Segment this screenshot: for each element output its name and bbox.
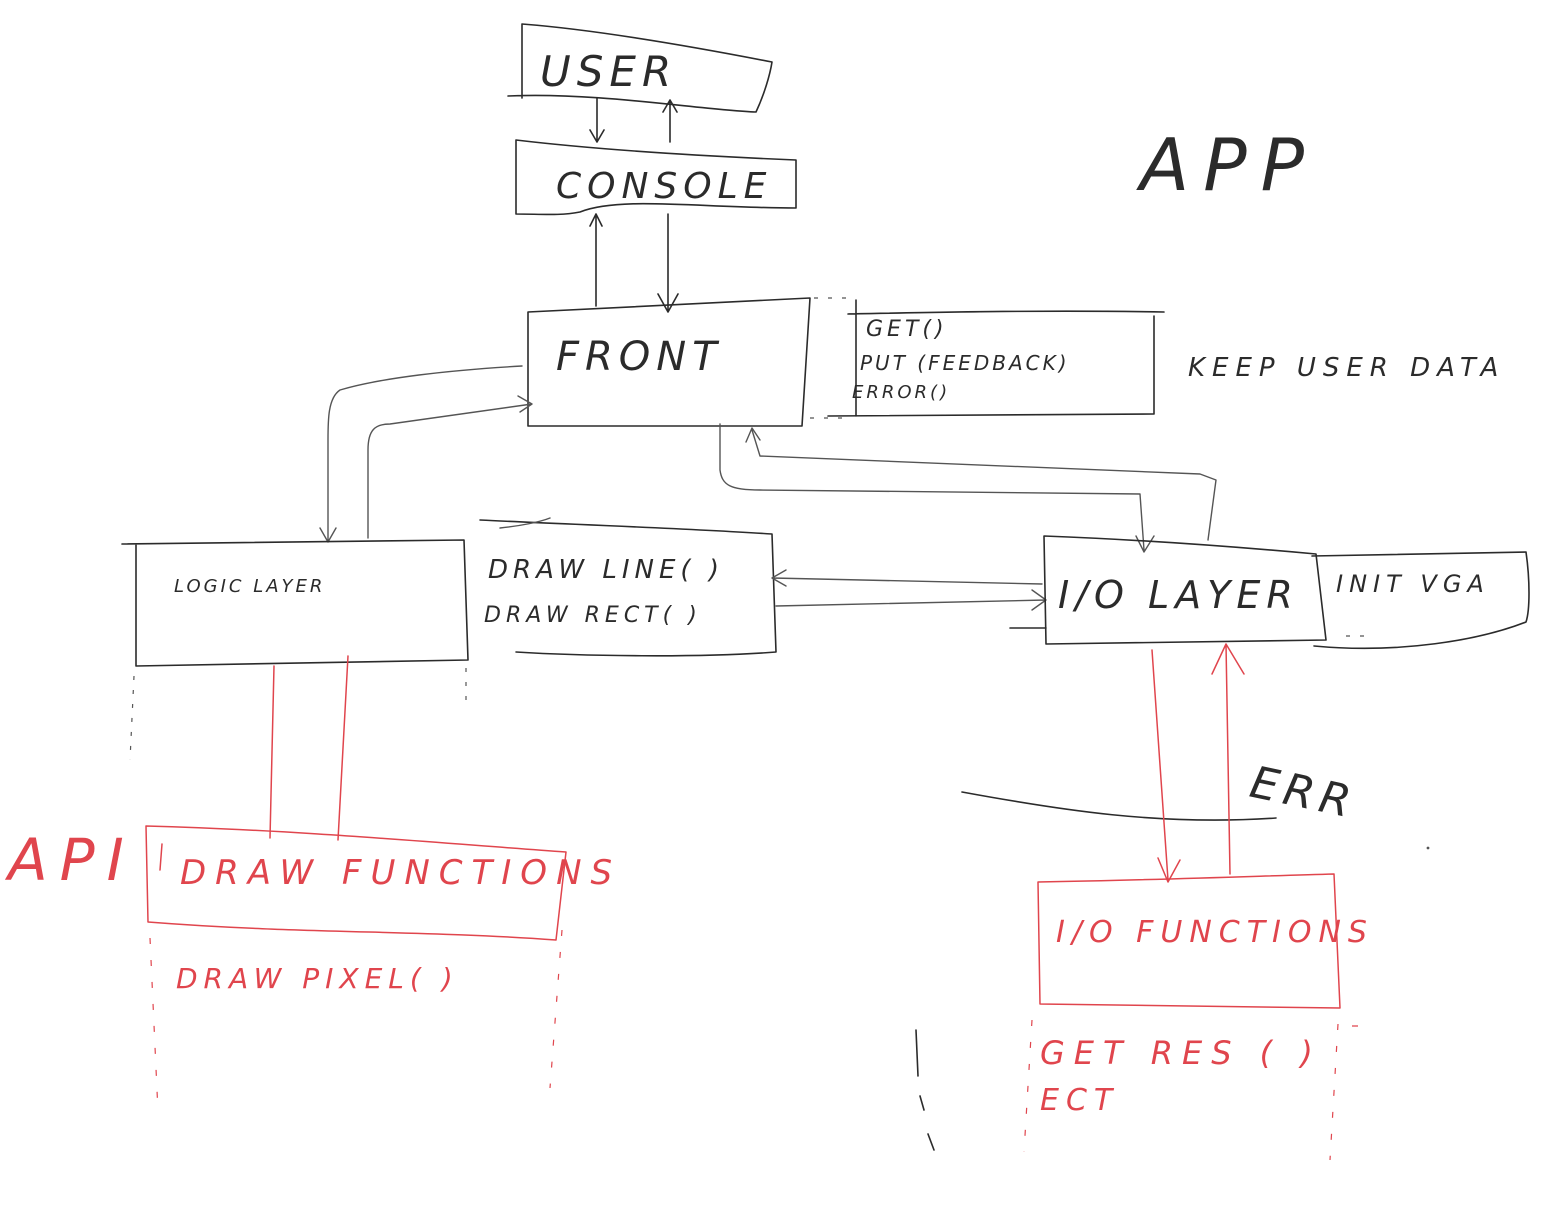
io-to-logic-arrow	[771, 569, 1043, 587]
front-side-dashes	[810, 297, 850, 419]
front-box	[527, 297, 811, 427]
io-layer-box	[1009, 535, 1327, 645]
user-label: USER	[540, 47, 677, 96]
logic-to-io-arrow	[775, 589, 1047, 611]
io-functions-box	[1037, 873, 1341, 1009]
io-to-front-arrow	[745, 427, 1217, 541]
console-box	[515, 139, 797, 216]
front-methods-box	[827, 299, 1165, 417]
user-box	[507, 23, 773, 113]
io-layer-to-io-functions-arrow	[1151, 649, 1181, 883]
api-label: API	[4, 826, 136, 894]
user-to-console-arrow	[589, 97, 605, 143]
logic-methods-box	[479, 519, 777, 657]
io-functions-to-io-layer-arrow	[1211, 643, 1245, 875]
hand-marks	[915, 1029, 935, 1151]
front-method: PUT (FEEDBACK)	[860, 351, 1070, 375]
logic-method: DRAW RECT( )	[484, 603, 702, 628]
front-to-console-arrow	[589, 213, 603, 307]
front-to-logic-arrow	[319, 365, 523, 543]
draw-functions-dashes	[149, 929, 563, 1113]
io-functions-label: I/O FUNCTIONS	[1056, 915, 1374, 950]
app-label: APP	[1136, 123, 1318, 207]
logic-layer-box	[121, 539, 469, 667]
logic-to-front-arrow	[367, 395, 533, 539]
console-label: CONSOLE	[556, 166, 772, 207]
io-functions-dashes	[1023, 1019, 1366, 1161]
draw-functions-left-tick	[159, 843, 163, 871]
io-layer-label: I/O LAYER	[1058, 573, 1299, 617]
console-to-user-arrow	[662, 99, 678, 143]
front-method: GET()	[866, 317, 948, 342]
front-label: FRONT	[556, 334, 723, 380]
draw-functions-label: DRAW FUNCTIONS	[180, 853, 621, 893]
front-method: ERROR()	[852, 382, 950, 403]
io-api-method: ECT	[1040, 1083, 1119, 1118]
err-line	[961, 791, 1277, 821]
draw-api-method: DRAW PIXEL( )	[176, 962, 459, 995]
console-to-front-arrow	[657, 213, 679, 313]
logic-layer-dashes	[129, 668, 467, 761]
io-method: INIT VGA	[1336, 570, 1490, 598]
logic-method: DRAW LINE( )	[488, 555, 724, 585]
logic-to-draw-functions-link	[269, 655, 349, 841]
io-methods-box	[1311, 551, 1530, 650]
draw-functions-box	[145, 825, 567, 941]
logic-methods-top-swoosh	[499, 517, 551, 529]
front-to-io-arrow	[719, 423, 1155, 553]
front-note: KEEP USER DATA	[1188, 353, 1505, 383]
logic-layer-label: LOGIC LAYER	[174, 576, 325, 597]
io-api-method: GET RES ( )	[1040, 1034, 1322, 1072]
stray-dot	[1426, 846, 1430, 850]
